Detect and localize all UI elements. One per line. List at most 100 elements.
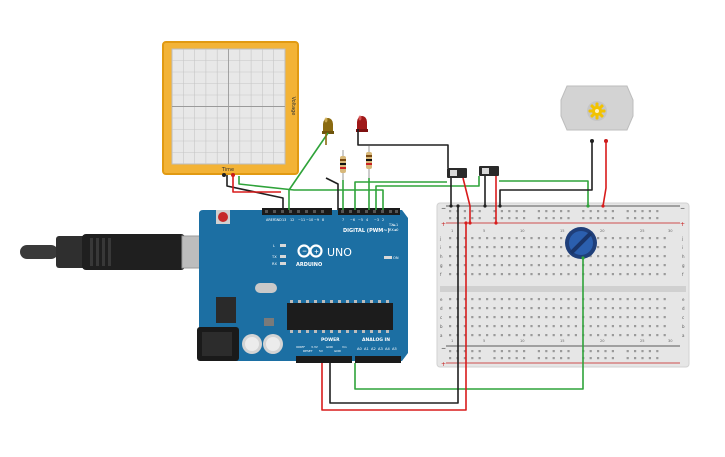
potentiometer[interactable] <box>565 227 597 259</box>
rail-minus-top: − <box>441 205 446 212</box>
breadboard-hole <box>471 264 474 267</box>
breadboard-hole <box>515 273 518 276</box>
arduino-model-label: UNO <box>327 246 352 259</box>
breadboard-hole <box>560 307 563 310</box>
breadboard-hole <box>508 325 511 328</box>
breadboard-hole <box>478 237 481 240</box>
breadboard-hole <box>641 357 644 360</box>
breadboard-hole <box>589 325 592 328</box>
breadboard-hole <box>530 264 533 267</box>
resistor-2[interactable] <box>366 146 372 178</box>
breadboard-hole <box>589 357 592 360</box>
breadboard-hole <box>537 264 540 267</box>
wire-black-6 <box>329 206 459 404</box>
breadboard-hole <box>574 298 577 301</box>
breadboard-hole <box>537 316 540 319</box>
reset-button[interactable] <box>218 212 228 222</box>
breadboard-hole <box>574 334 577 337</box>
resistor-1[interactable] <box>340 150 346 180</box>
breadboard-hole <box>626 334 629 337</box>
breadboard-hole <box>471 273 474 276</box>
column-numbers-bottom: 1 5 10 15 20 25 30 <box>451 339 673 343</box>
breadboard-hole <box>560 217 563 220</box>
breadboard-hole <box>663 316 666 319</box>
breadboard-hole <box>611 273 614 276</box>
slide-switch-1[interactable] <box>447 168 467 178</box>
breadboard-hole <box>500 357 503 360</box>
breadboard-hole <box>530 334 533 337</box>
led-red[interactable] <box>356 115 368 133</box>
breadboard-hole <box>478 298 481 301</box>
power-header <box>296 356 352 363</box>
breadboard-hole <box>567 217 570 220</box>
dc-motor[interactable] <box>560 85 634 143</box>
breadboard-hole <box>656 307 659 310</box>
breadboard-hole <box>626 210 629 213</box>
breadboard-hole <box>552 350 555 353</box>
pin-label-13: 13 <box>282 218 286 222</box>
breadboard-hole <box>656 210 659 213</box>
breadboard-hole <box>611 217 614 220</box>
wire-red-5 <box>321 223 467 411</box>
row-letters-top-right: j i h g f <box>681 236 686 277</box>
pin-label-12: 12 <box>290 218 294 222</box>
breadboard-hole <box>589 264 592 267</box>
breadboard-hole <box>619 307 622 310</box>
breadboard-hole <box>552 246 555 249</box>
atmega-chip <box>287 303 393 330</box>
row-letters-bottom-right: e d c b a <box>682 297 686 338</box>
breadboard-hole <box>463 334 466 337</box>
breadboard-hole <box>545 316 548 319</box>
breadboard-hole <box>463 357 466 360</box>
wires <box>226 129 607 411</box>
breadboard-hole <box>663 264 666 267</box>
breadboard-hole <box>648 255 651 258</box>
breadboard-hole <box>515 334 518 337</box>
breadboard-hole <box>523 217 526 220</box>
breadboard-hole <box>604 307 607 310</box>
slide-switch-2[interactable] <box>479 166 499 176</box>
breadboard-hole <box>611 246 614 249</box>
breadboard-hole <box>493 350 496 353</box>
breadboard-hole <box>515 210 518 213</box>
breadboard-hole <box>597 273 600 276</box>
breadboard-hole <box>648 273 651 276</box>
breadboard-hole <box>656 246 659 249</box>
breadboard-hole <box>500 246 503 249</box>
arduino-uno-board[interactable]: AREF GND 13 12 ~11 ~10 ~9 8 7 ~6 ~5 4 ~3… <box>197 208 408 363</box>
breadboard-hole <box>567 316 570 319</box>
breadboard[interactable]: + − + − + − j i h g f e d c b a j i h g … <box>436 202 690 368</box>
breadboard-hole <box>604 334 607 337</box>
breadboard-hole <box>500 307 503 310</box>
breadboard-hole <box>486 307 489 310</box>
breadboard-hole <box>611 316 614 319</box>
rail-plus-bottom: + <box>441 361 446 368</box>
breadboard-hole <box>597 316 600 319</box>
breadboard-hole <box>634 298 637 301</box>
pin-label-gnd: GND <box>274 218 282 222</box>
breadboard-hole <box>611 264 614 267</box>
breadboard-hole <box>597 264 600 267</box>
breadboard-hole <box>545 325 548 328</box>
breadboard-hole <box>515 246 518 249</box>
breadboard-hole <box>634 316 637 319</box>
breadboard-hole <box>545 273 548 276</box>
breadboard-hole <box>463 298 466 301</box>
row-letters-bottom-left: e d c b a <box>440 297 444 338</box>
usb-cable <box>20 234 221 270</box>
breadboard-hole <box>545 357 548 360</box>
breadboard-hole <box>604 350 607 353</box>
breadboard-hole <box>567 264 570 267</box>
breadboard-hole <box>574 316 577 319</box>
oscilloscope[interactable]: Time Voltage <box>162 41 299 177</box>
breadboard-hole <box>523 325 526 328</box>
breadboard-hole <box>663 334 666 337</box>
pin-label-9: ~9 <box>314 218 319 222</box>
pin-label-11: ~11 <box>298 218 305 222</box>
led-yellow[interactable] <box>322 117 334 135</box>
breadboard-hole <box>449 217 452 220</box>
breadboard-hole <box>515 255 518 258</box>
breadboard-hole <box>597 237 600 240</box>
breadboard-hole <box>463 316 466 319</box>
